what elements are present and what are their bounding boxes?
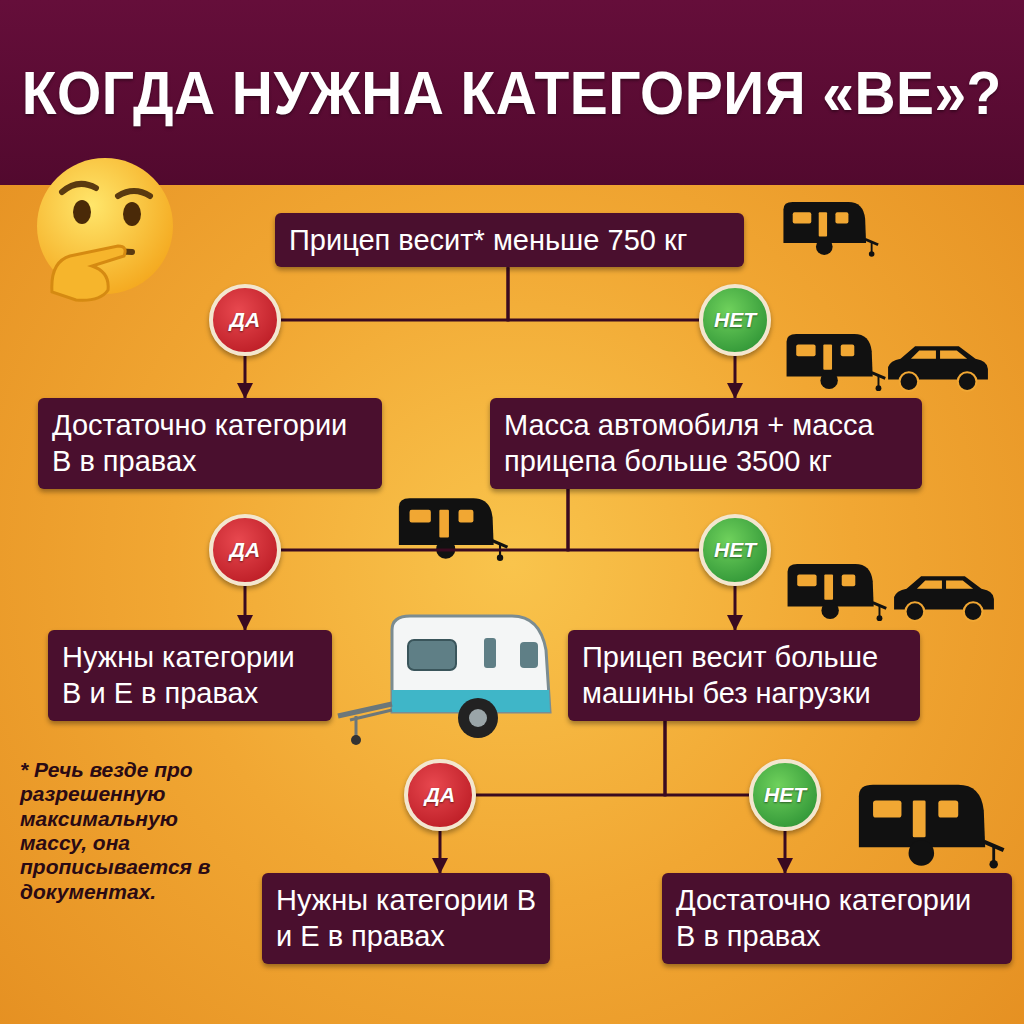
car-silhouette [888, 346, 988, 391]
footnote: * Речь везде про разрешенную максимальну… [20, 758, 242, 904]
box-text: Масса автомобиля + масса прицепа больше … [504, 407, 908, 480]
process-box: Прицеп весит* меньше 750 кг [275, 213, 744, 267]
flow-connector [508, 267, 699, 320]
title: КОГДА НУЖНА КАТЕГОРИЯ «BE»? [22, 57, 1002, 128]
caravan-illustration [338, 616, 550, 745]
process-box: Масса автомобиля + масса прицепа больше … [490, 398, 922, 489]
answer-text: НЕТ [714, 538, 756, 562]
flow-connector [734, 356, 737, 398]
decision-circle: ДА [209, 514, 281, 586]
caravan-silhouette [859, 785, 1004, 869]
decision-circle: НЕТ [749, 759, 821, 831]
answer-text: ДА [230, 538, 260, 562]
flow-connector [244, 586, 247, 630]
flow-connector [784, 831, 787, 873]
flow-connector [476, 721, 665, 796]
caravan-silhouette [783, 202, 878, 257]
caravan-silhouette [787, 334, 886, 391]
decision-circle: ДА [404, 759, 476, 831]
box-text: Достаточно категории B в правах [676, 882, 998, 955]
flow-connector [439, 831, 442, 873]
caravan-silhouette [399, 498, 508, 561]
process-box: Прицеп весит больше машины без нагрузки [568, 630, 920, 721]
answer-text: НЕТ [714, 308, 756, 332]
answer-text: НЕТ [764, 783, 806, 807]
decision-circle: НЕТ [699, 284, 771, 356]
flow-connector [665, 721, 749, 796]
car-silhouette [894, 576, 994, 621]
process-box: Нужны категории B и E в правах [48, 630, 332, 721]
box-text: Нужны категории B и E в правах [276, 882, 536, 955]
flow-connector [281, 489, 568, 551]
flow-connector [281, 267, 508, 320]
caravan-silhouette [788, 564, 887, 621]
process-box: Нужны категории B и E в правах [262, 873, 550, 964]
box-text: Прицеп весит больше машины без нагрузки [582, 639, 906, 712]
process-box: Достаточно категории B в правах [662, 873, 1012, 964]
thinking-emoji [37, 158, 173, 300]
flow-connector [734, 586, 737, 630]
process-box: Достаточно категории B в правах [38, 398, 382, 489]
decision-circle: НЕТ [699, 514, 771, 586]
box-text: Достаточно категории B в правах [52, 407, 368, 480]
answer-text: ДА [230, 308, 260, 332]
answer-text: ДА [425, 783, 455, 807]
box-text: Нужны категории B и E в правах [62, 639, 318, 712]
box-text: Прицеп весит* меньше 750 кг [289, 222, 730, 258]
title-band: КОГДА НУЖНА КАТЕГОРИЯ «BE»? [0, 0, 1024, 185]
header-band [0, 0, 1024, 185]
decision-circle: ДА [209, 284, 281, 356]
flow-connector [568, 489, 699, 551]
flow-connector [244, 356, 247, 398]
